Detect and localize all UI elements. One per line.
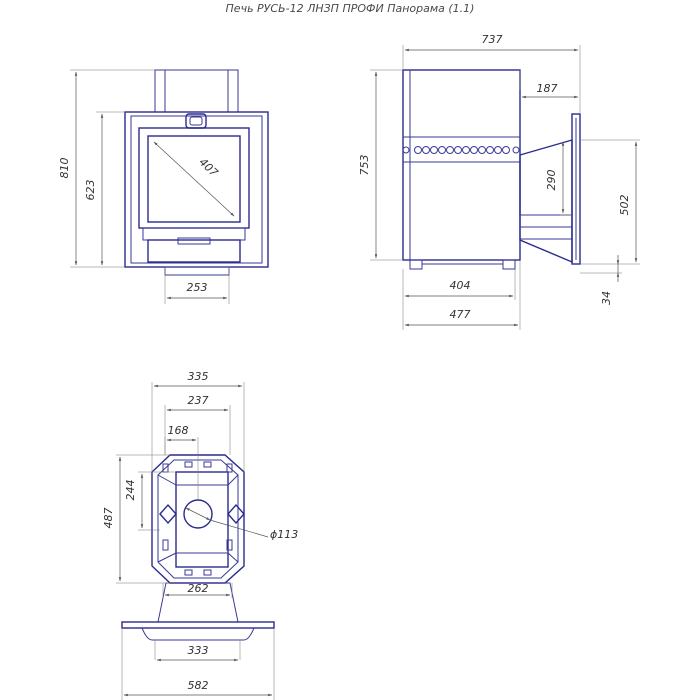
top-right-clamp <box>227 503 245 525</box>
top-depth-inner-label: 244 <box>124 480 137 501</box>
tunnel-height-label: 290 <box>545 170 558 191</box>
top-width-outer-label: 335 <box>188 370 209 383</box>
top-depth-outer-label: 487 <box>102 508 115 529</box>
depth-total-label: 737 <box>482 33 503 46</box>
front-ash-drawer <box>147 239 241 263</box>
side-door-face <box>571 113 581 265</box>
top-width-inner-label: 237 <box>188 394 209 407</box>
front-bottom-outlet <box>164 266 230 276</box>
side-view: 737 187 753 290 502 34 404 477 <box>358 33 640 330</box>
front-view: 407 810 623 253 <box>58 69 269 304</box>
leg-height-label: 34 <box>600 291 613 305</box>
chimney-width-label: 253 <box>187 281 208 294</box>
side-stone-row <box>402 146 520 154</box>
front-chimney-housing <box>154 69 239 113</box>
side-body-outline <box>402 69 521 261</box>
height-total-label: 810 <box>58 158 71 179</box>
side-height-label: 753 <box>358 155 371 176</box>
top-floor-plate <box>121 621 275 629</box>
tunnel-length-label: 187 <box>537 82 558 95</box>
tunnel-top-label: 502 <box>618 195 631 216</box>
drawing-title: Печь РУСЬ-12 ЛНЗП ПРОФИ Панорама (1.1) <box>226 2 475 15</box>
glass-diagonal-dimension <box>153 141 235 217</box>
top-left-clamp <box>159 503 177 525</box>
top-width-bottom-label: 262 <box>188 582 209 595</box>
side-tunnel <box>519 139 573 264</box>
top-view: ϕ113 335 <box>102 370 298 700</box>
top-inner-box <box>175 471 229 568</box>
body-depth-label: 477 <box>450 308 471 321</box>
flue-diameter-label: ϕ113 <box>270 528 298 541</box>
base-depth-label: 404 <box>450 279 471 292</box>
glass-diagonal-label: 407 <box>196 156 220 180</box>
plate-outer-label: 582 <box>188 679 209 692</box>
plate-inner-label: 333 <box>188 644 209 657</box>
front-glass <box>147 135 241 223</box>
height-body-label: 623 <box>84 180 97 201</box>
top-width-flue-label: 168 <box>168 424 189 437</box>
